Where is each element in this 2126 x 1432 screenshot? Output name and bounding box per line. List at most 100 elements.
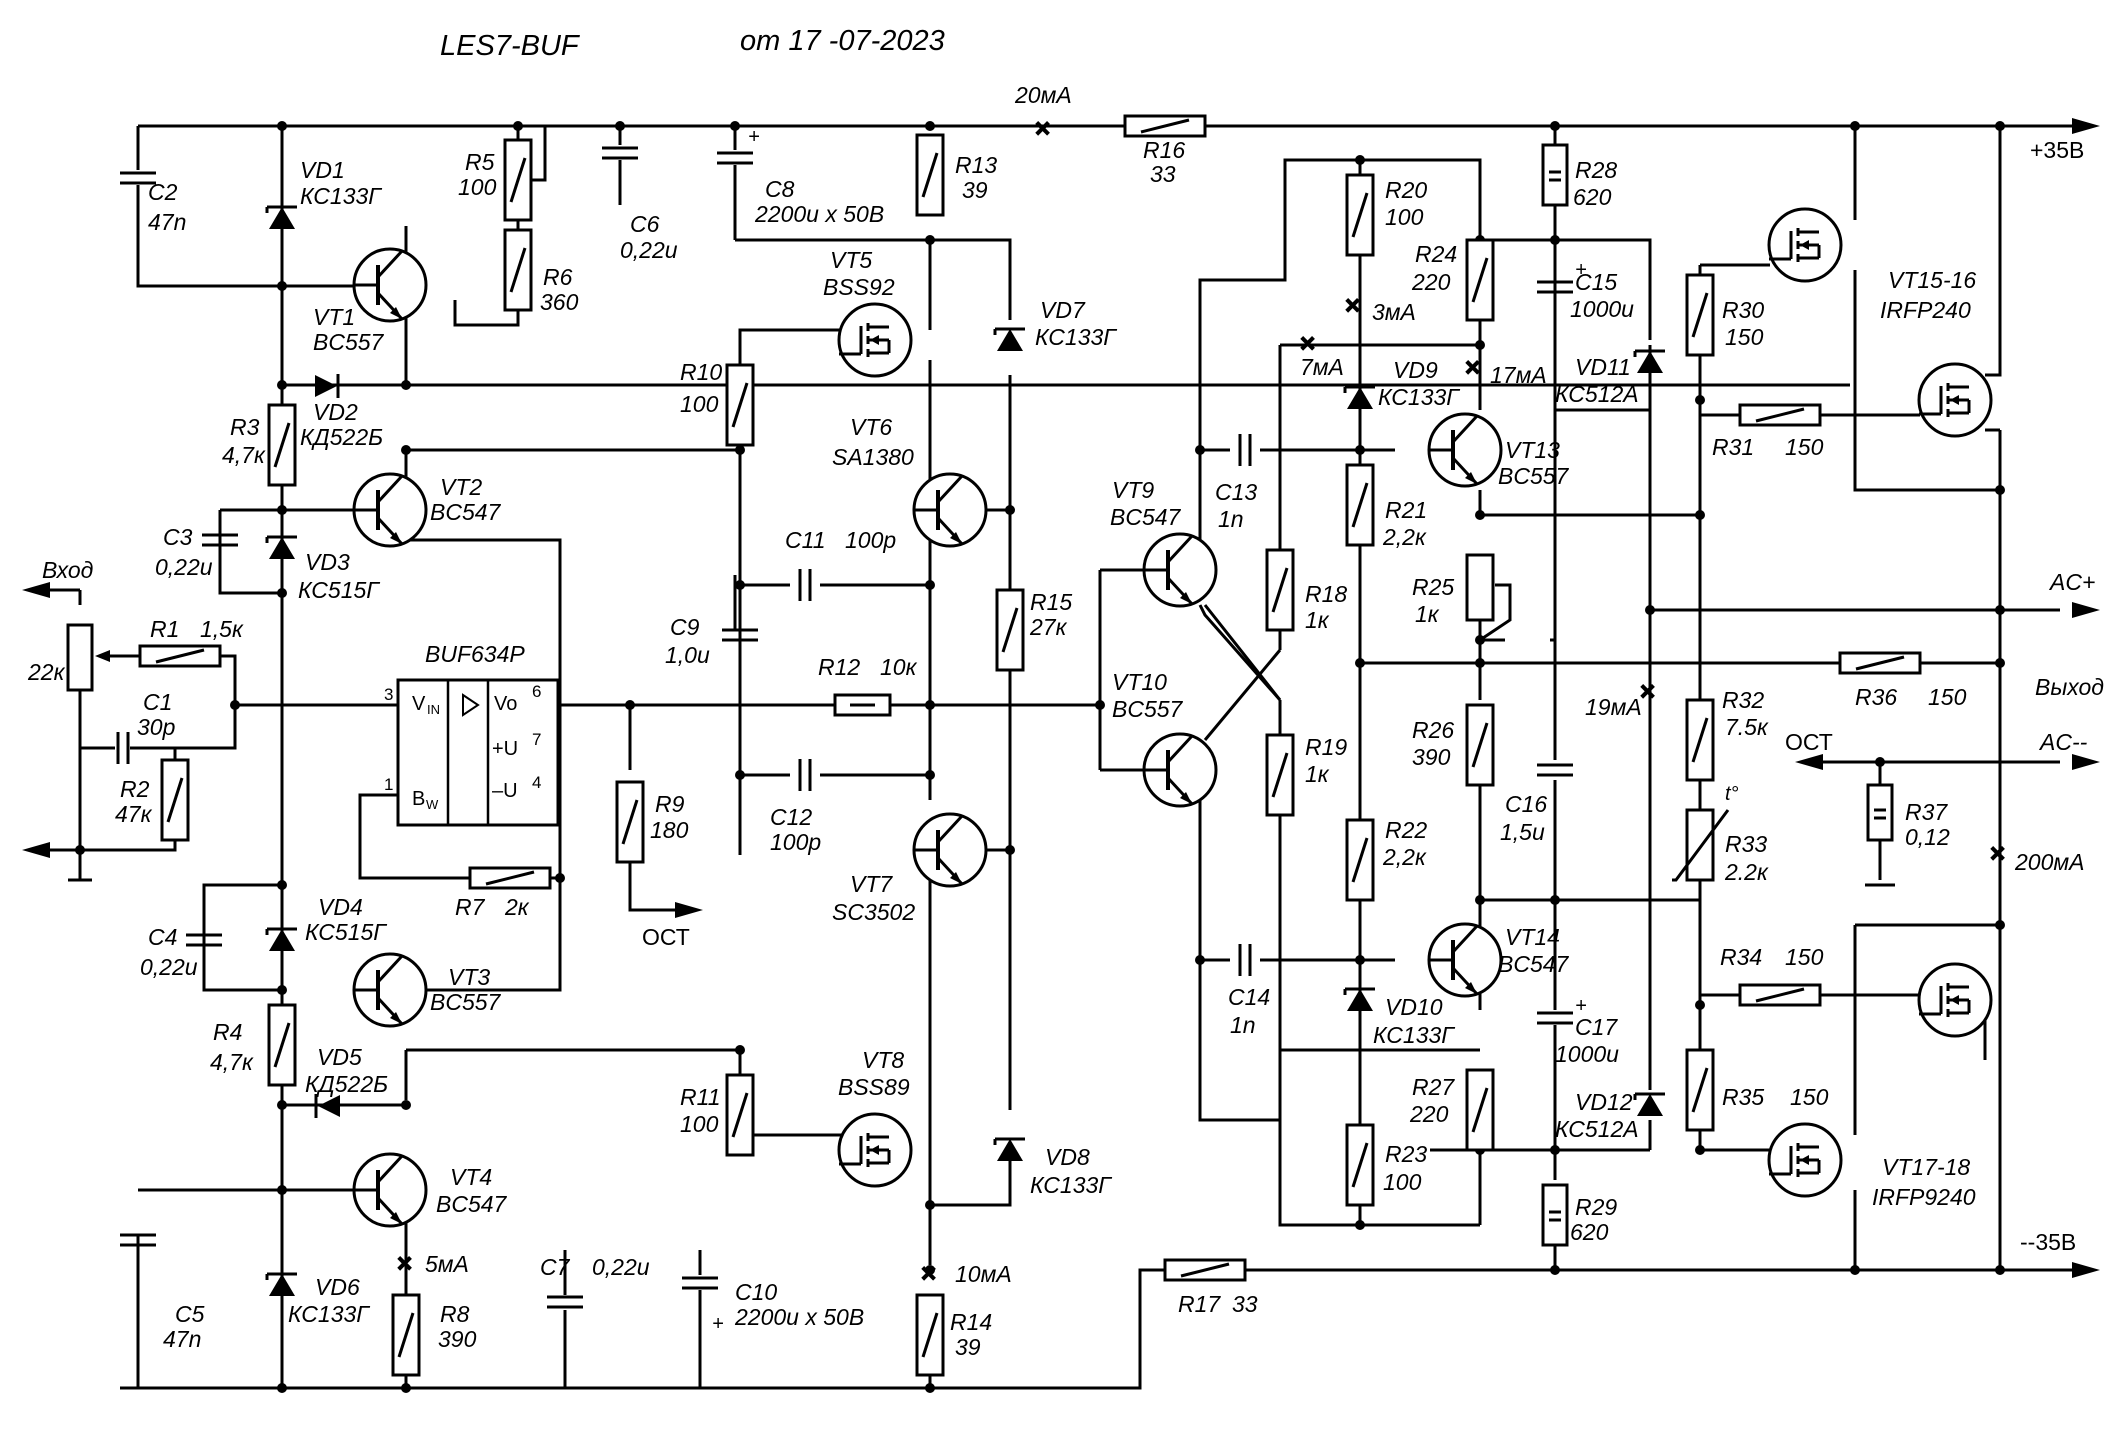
label-c9: C9 [670,614,700,640]
value-vt2: BC547 [430,499,502,525]
value-vt1: BC557 [313,329,385,355]
svg-text:×: × [1035,113,1050,143]
resistor-r11 [725,1073,755,1157]
schematic-date: от 17 -07-2023 [740,25,945,57]
label-r7: R7 [455,894,486,920]
label-c3: C3 [163,524,193,550]
value-r15: 27к [1029,614,1068,640]
value-r4: 4,7к [210,1049,254,1075]
transistor-vt14 [1427,922,1503,998]
label-vt3: VT3 [448,964,490,990]
zener-vd11 [1633,349,1667,375]
potentiometer-r25 [1465,553,1512,642]
label-vd2: VD2 [313,399,358,425]
value-r26: 390 [1412,744,1451,770]
current-17ma: 17мА [1490,362,1547,388]
value-r19: 1к [1305,761,1330,787]
value-vd12: КС512А [1555,1116,1639,1142]
label-vd7: VD7 [1040,297,1086,323]
label-vd12: VD12 [1575,1089,1633,1115]
value-r34: 150 [1785,944,1824,970]
label-vd4: VD4 [318,894,363,920]
value-c3: 0,22u [155,554,213,580]
mosfet-vt16 [1917,362,1993,438]
label-vt14: VT14 [1505,924,1560,950]
zener-vd10 [1343,987,1377,1013]
rail-positive-label: +35В [2030,137,2084,163]
input-label: Вход [42,557,93,583]
label-r37: R37 [1905,799,1948,825]
label-c8: C8 [765,176,795,202]
value-vt14: BC547 [1498,951,1570,977]
value-r16: 33 [1150,161,1176,187]
value-r21: 2,2к [1382,524,1427,550]
label-vt1: VT1 [313,304,355,330]
resistor-r19 [1265,733,1295,817]
label-vt9: VT9 [1112,477,1154,503]
value-c16: 1,5u [1500,819,1545,845]
label-r3: R3 [230,414,260,440]
current-19ma: 19мА [1585,694,1642,720]
resistor-r34 [1738,983,1822,1007]
value-vd9: КС133Г [1378,384,1460,410]
value-r5: 100 [458,174,497,200]
value-vt3: BC557 [430,989,502,1015]
label-r18: R18 [1305,581,1347,607]
value-vd4: КС515Г [305,919,387,945]
value-c9: 1,0u [665,642,710,668]
value-c13: 1n [1218,506,1244,532]
resistor-r35 [1685,1048,1715,1132]
label-r35: R35 [1722,1084,1764,1110]
label-c12: C12 [770,804,812,830]
svg-text:×: × [1640,676,1655,706]
transistor-vt7 [912,812,988,888]
value-vd2: КД522Б [300,424,383,450]
label-r14: R14 [950,1309,992,1335]
value-vd11: КС512А [1555,381,1639,407]
svg-text:+: + [748,126,760,148]
label-r22: R22 [1385,817,1427,843]
label-r15: R15 [1030,589,1072,615]
transistor-vt2 [352,472,428,548]
label-r19: R19 [1305,734,1347,760]
value-r25: 1к [1415,601,1440,627]
schematic-title: LES7-BUF [440,30,581,62]
junction-dots [75,121,2005,1393]
mosfet-vt17 [1917,962,1993,1038]
label-vt1718: VT17-18 [1882,1154,1970,1180]
resistor-r22 [1345,818,1375,902]
value-r12: 10к [880,654,918,680]
value-vt1516: IRFP240 [1880,297,1971,323]
capacitor-c7 [545,1295,585,1309]
resistor-r23 [1345,1123,1375,1207]
ac-plus-label: AC+ [2048,569,2095,595]
resistor-r6 [503,228,533,312]
capacitor-c14 [1238,942,1252,978]
label-vt6: VT6 [850,414,892,440]
labels: LES7-BUF от 17 -07-2023 +35В --35В Вход … [27,25,2104,1360]
resistor-r21 [1345,463,1375,547]
label-c5: C5 [175,1301,205,1327]
resistor-r36 [1838,651,1922,675]
value-c12: 100p [770,829,821,855]
ic-pin7: 7 [532,730,541,749]
value-r33: 2.2к [1724,859,1769,885]
value-vt13: BC557 [1498,463,1570,489]
input-potentiometer [66,623,140,692]
label-r21: R21 [1385,497,1427,523]
label-vd3: VD3 [305,549,350,575]
rail-negative-label: --35В [2020,1229,2076,1255]
value-r22: 2,2к [1382,844,1427,870]
capacitor-c11 [798,567,812,603]
zener-vd3 [265,535,299,561]
label-vd10: VD10 [1385,994,1443,1020]
zener-vd7 [993,327,1027,353]
zener-vd6 [265,1272,299,1298]
value-vt8: BSS89 [838,1074,910,1100]
resistor-r5 [503,138,533,222]
label-c16: C16 [1505,791,1547,817]
resistor-r8 [391,1293,421,1377]
resistor-r26 [1465,703,1495,787]
value-vt9: BC547 [1110,504,1182,530]
